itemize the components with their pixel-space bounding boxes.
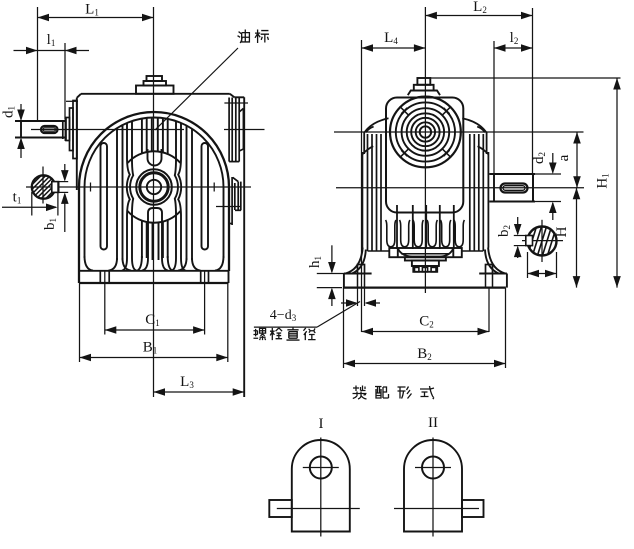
svg-text:H: H <box>554 226 570 237</box>
svg-text:l2: l2 <box>510 30 519 46</box>
svg-text:I: I <box>319 416 324 432</box>
svg-text:l1: l1 <box>47 32 56 48</box>
svg-text:t1: t1 <box>13 190 22 206</box>
svg-text:4−d3: 4−d3 <box>270 308 297 323</box>
svg-text:II: II <box>428 415 438 431</box>
svg-text:a: a <box>556 154 572 161</box>
